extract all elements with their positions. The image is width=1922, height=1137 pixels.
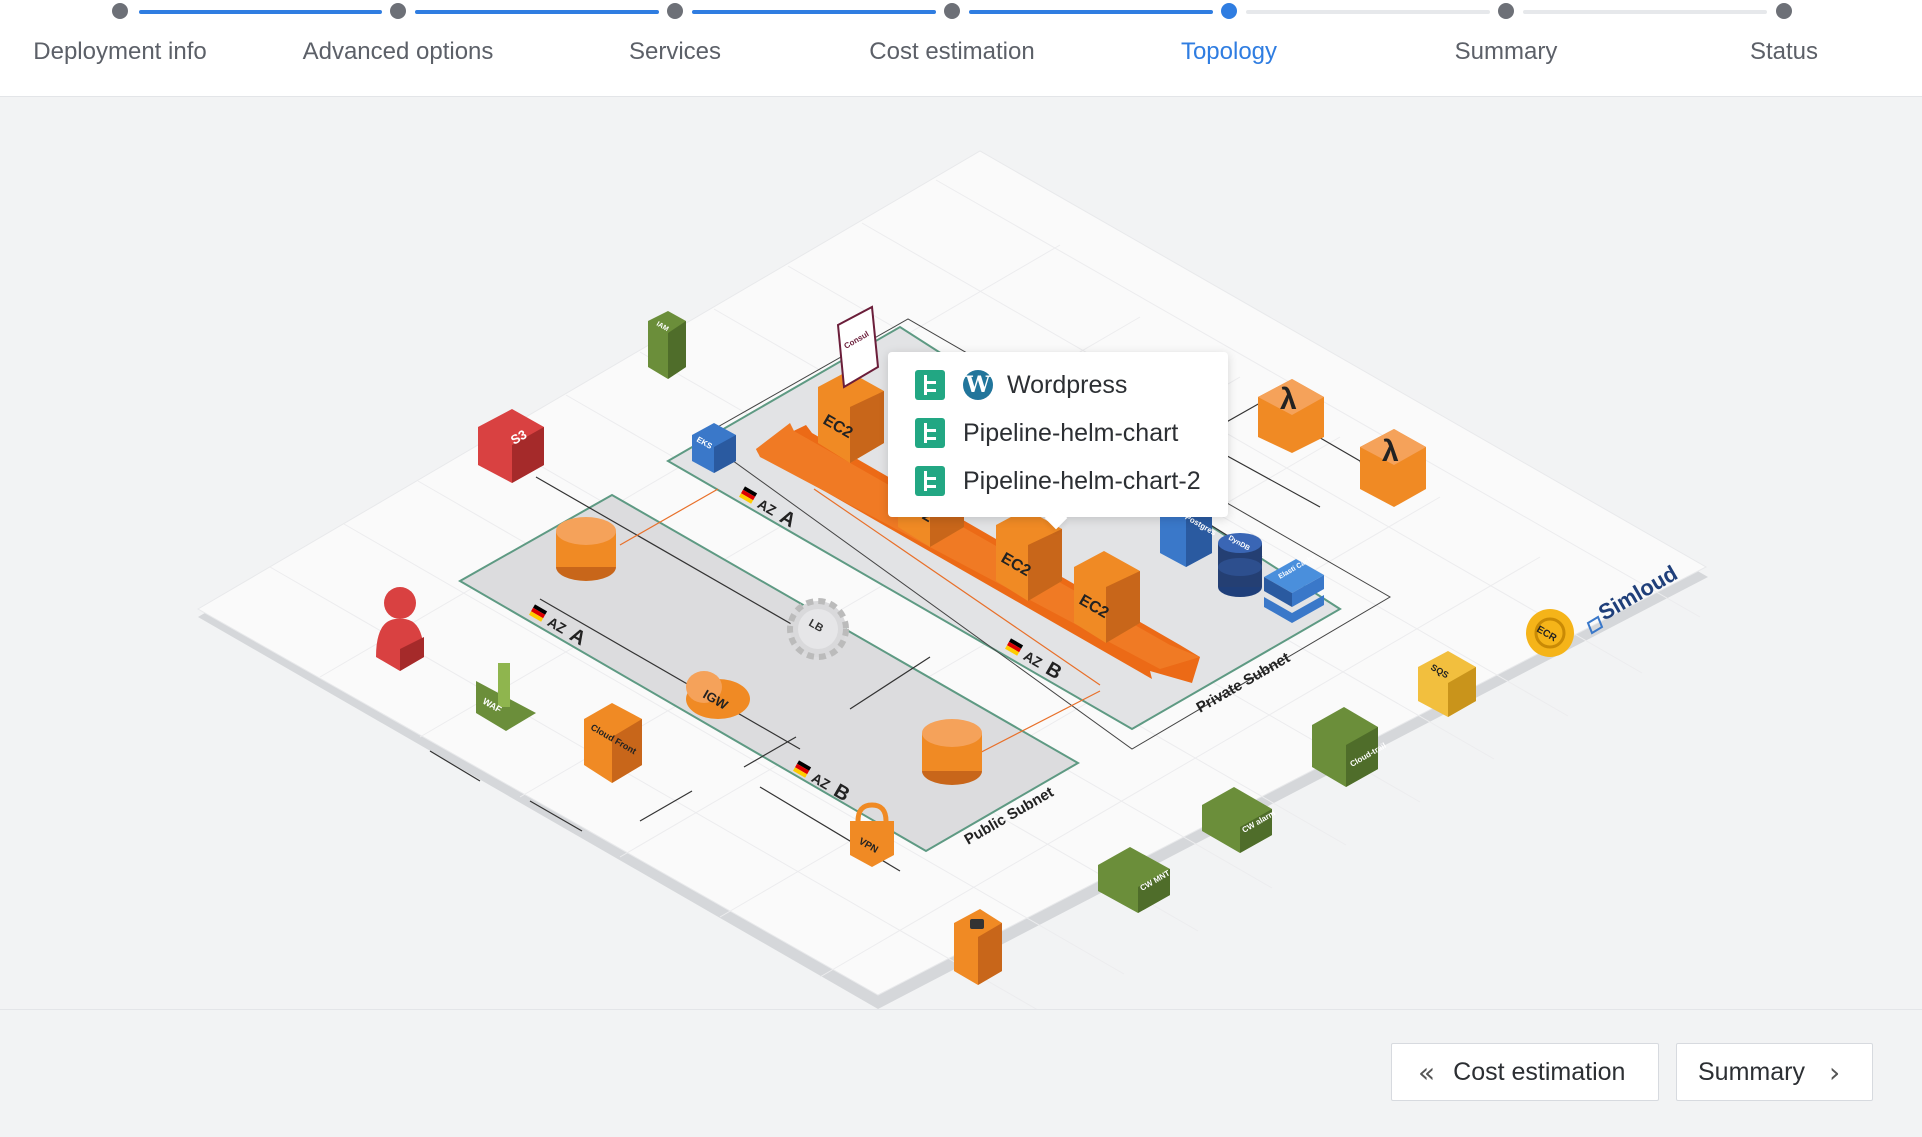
user-icon [376, 587, 424, 671]
nat-gateway-az-a[interactable] [556, 517, 616, 581]
load-balancer-node[interactable]: LB [787, 598, 849, 660]
next-button[interactable]: Summary › [1676, 1043, 1873, 1101]
chevron-right-icon: › [1828, 1055, 1841, 1089]
iam-node[interactable]: IAM [648, 311, 686, 379]
ec2-instance[interactable]: EC2 [996, 509, 1062, 601]
svg-text:S3: S3 [508, 427, 529, 448]
step-dot-summary[interactable] [1498, 3, 1514, 19]
tooltip-item-label: Pipeline-helm-chart [963, 418, 1179, 447]
step-dot-advanced-options[interactable] [390, 3, 406, 19]
step-connector [415, 10, 659, 14]
ec2-instance[interactable]: EC2 [818, 371, 884, 463]
next-button-label: Summary [1698, 1057, 1805, 1086]
svg-text:λ: λ [1382, 435, 1399, 468]
cloudfront-node[interactable]: Cloud Front [584, 703, 642, 783]
consul-card[interactable]: Consul [836, 305, 880, 389]
back-button-label: Cost estimation [1453, 1057, 1626, 1086]
step-connector [1523, 10, 1767, 14]
step-dot-cost-estimation[interactable] [944, 3, 960, 19]
step-connector [1246, 10, 1490, 14]
step-dot-status[interactable] [1776, 3, 1792, 19]
step-deployment-info[interactable]: Deployment info [33, 38, 207, 65]
nat-gateway-az-b[interactable] [922, 719, 982, 785]
vpn-node[interactable]: VPN [850, 802, 894, 867]
svg-text:λ: λ [1280, 383, 1297, 416]
s3-node[interactable]: S3 [478, 409, 544, 483]
step-cost-estimation[interactable]: Cost estimation [869, 38, 1035, 65]
sqs-node[interactable]: SQS [1418, 651, 1476, 717]
pipeline-icon [915, 466, 945, 496]
progress-stepper: Deployment info Advanced options Service… [0, 0, 1922, 97]
wordpress-icon: W [963, 370, 993, 400]
topology-diagram: AZA AZB AZA AZB Private Subnet Public Su… [196, 150, 1708, 1009]
step-connector [139, 10, 382, 14]
services-tooltip: W Wordpress Pipeline-helm-chart Pipeline… [888, 352, 1228, 517]
double-chevron-left-icon: « [1418, 1055, 1436, 1089]
step-topology[interactable]: Topology [1180, 38, 1278, 65]
step-connector [692, 10, 936, 14]
pipeline-icon [915, 370, 945, 400]
tooltip-item-label: Pipeline-helm-chart-2 [963, 466, 1201, 495]
lambda-node-2[interactable]: λ [1360, 429, 1426, 507]
ecr-node[interactable]: ECR [1526, 609, 1574, 657]
waf-node[interactable]: WAF [476, 663, 536, 731]
step-dot-services[interactable] [667, 3, 683, 19]
igw-node[interactable]: IGW [686, 671, 750, 719]
back-button[interactable]: « Cost estimation [1391, 1043, 1659, 1101]
step-status[interactable]: Status [1749, 38, 1819, 65]
cw-mnt-node[interactable]: CW MNT [1098, 847, 1172, 913]
ec2-instance[interactable]: EC2 [1074, 551, 1140, 643]
eks-node[interactable]: EKS [692, 423, 736, 473]
step-dot-deployment-info[interactable] [112, 3, 128, 19]
step-dot-topology[interactable] [1221, 3, 1237, 19]
cw-alarm-node[interactable]: CW alarm [1202, 787, 1277, 853]
cloudtrail-node[interactable]: Cloud-trail [1312, 707, 1388, 787]
step-advanced-options[interactable]: Advanced options [302, 38, 494, 65]
step-connector [969, 10, 1213, 14]
tooltip-item-wordpress[interactable]: W Wordpress [915, 365, 1127, 405]
step-summary[interactable]: Summary [1454, 38, 1558, 65]
wizard-footer: « Cost estimation Summary › [0, 1009, 1922, 1137]
step-services[interactable]: Services [628, 38, 722, 65]
tooltip-item-pipeline-helm-chart[interactable]: Pipeline-helm-chart [915, 413, 1178, 453]
lambda-node-1[interactable]: λ [1258, 379, 1324, 453]
dynamodb-node[interactable]: DynDB [1218, 533, 1262, 597]
pipeline-icon [915, 418, 945, 448]
bottom-orange-node[interactable] [954, 909, 1002, 985]
tooltip-item-pipeline-helm-chart-2[interactable]: Pipeline-helm-chart-2 [915, 461, 1201, 501]
tooltip-item-label: Wordpress [1007, 370, 1128, 399]
